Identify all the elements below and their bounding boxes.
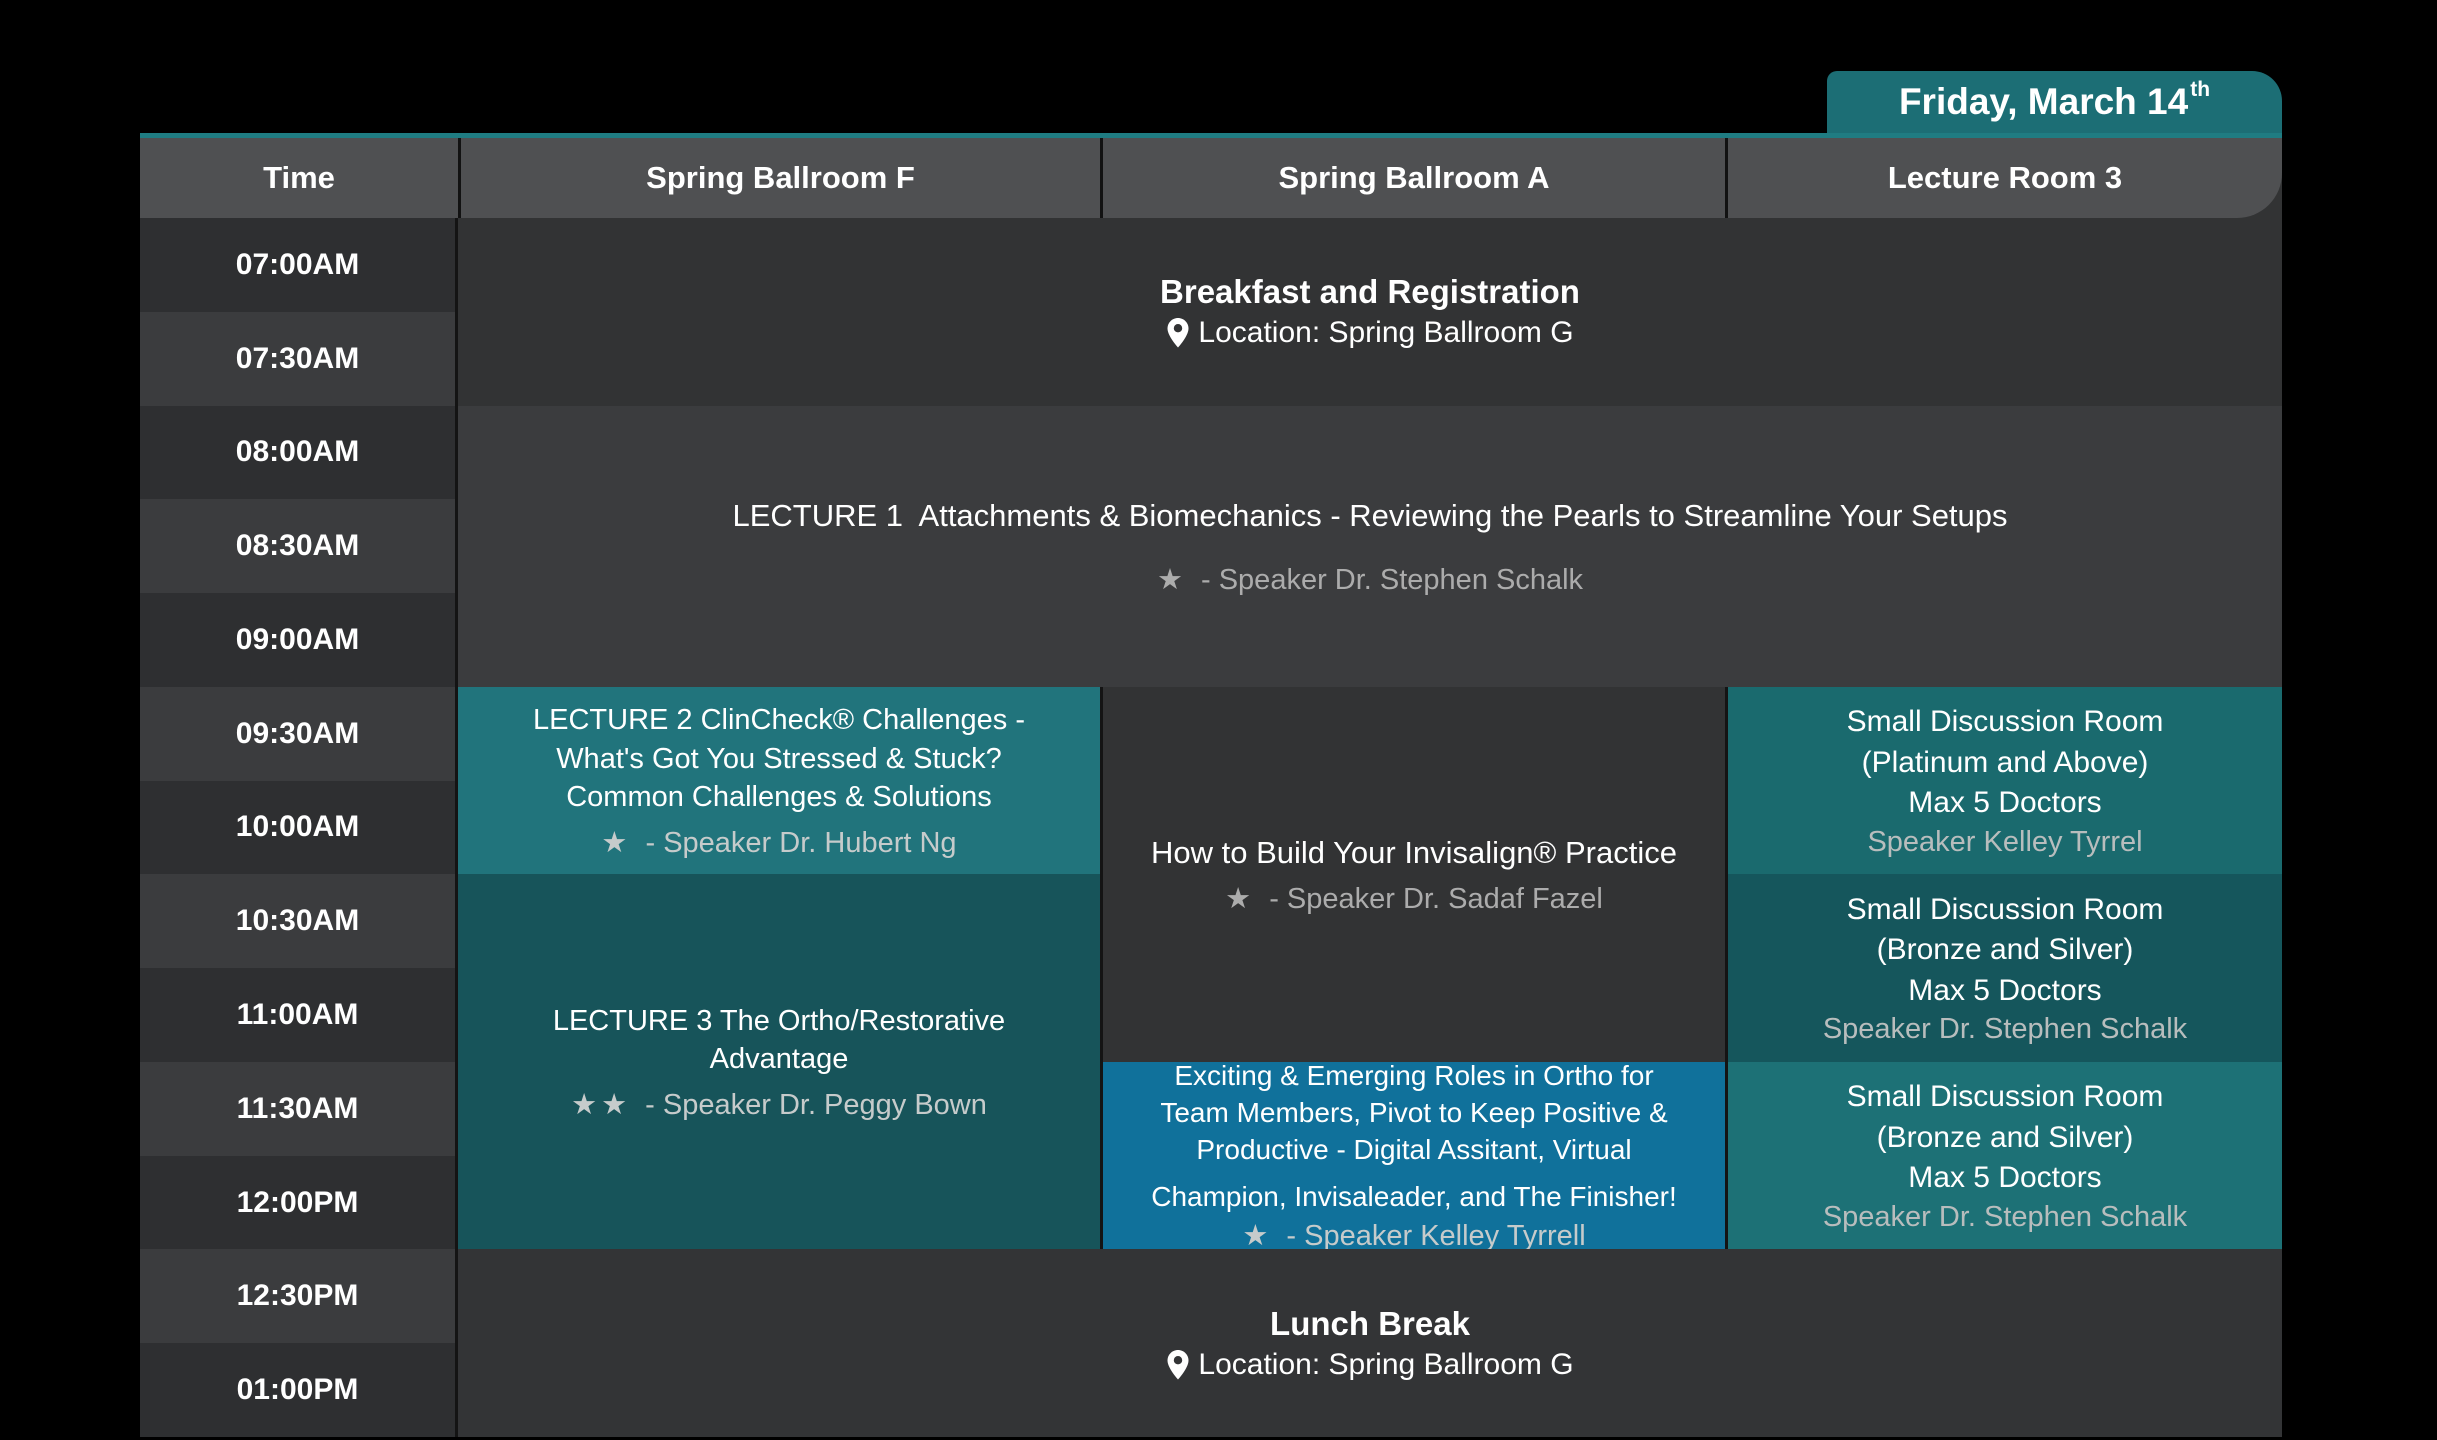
event-title-line: (Bronze and Silver) [1876,933,2134,967]
event-title: Lunch Break [1270,1304,1470,1342]
time-slot: 07:00AM [140,218,458,312]
event-title-line: Advantage [709,1043,849,1076]
event-title-line: Common Challenges & Solutions [566,781,992,814]
event-cell-small-room-bronze-1: Small Discussion Room (Bronze and Silver… [1725,874,2282,1062]
time-slot: 09:30AM [140,686,458,781]
event-title: How to Build Your Invisalign® Practice [1150,834,1677,870]
event-title-line: Max 5 Doctors [1908,786,2102,820]
event-title: Breakfast and Registration [1160,273,1580,311]
event-cell-small-room-bronze-2: Small Discussion Room (Bronze and Silver… [1725,1061,2282,1250]
speaker-text: - Speaker Dr. Peggy Bown [645,1088,987,1121]
event-title-line: Small Discussion Room [1846,892,2164,926]
speaker-line: ★ - Speaker Kelley Tyrrell [1242,1218,1585,1253]
event-title-line: Team Members, Pivot to Keep Positive & [1160,1097,1668,1129]
table-header-row: Time Spring Ballroom F Spring Ballroom A… [140,138,2282,218]
speaker-line: Speaker Dr. Stephen Schalk [1822,1200,2188,1233]
column-header-lecture-room-3: Lecture Room 3 [1725,138,2282,218]
date-label: Friday, March 14 [1898,81,2189,122]
time-slot: 08:00AM [140,405,458,500]
time-slot: 07:30AM [140,311,458,406]
time-slot: 10:00AM [140,780,458,875]
star-icon: ★★ [571,1088,632,1121]
event-title-line: (Bronze and Silver) [1876,1120,2134,1154]
event-title-line: Champion, Invisaleader, and The Finisher… [1151,1181,1677,1213]
event-cell-team-roles: Exciting & Emerging Roles in Ortho for T… [1100,1060,1725,1253]
event-cell-lecture-3: LECTURE 3 The Ortho/Restorative Advantag… [458,874,1100,1250]
event-cell-lecture-1: LECTURE 1 Attachments & Biomechanics - R… [458,405,2282,687]
column-header-spring-ballroom-f: Spring Ballroom F [458,138,1100,218]
event-title-line: LECTURE 2 ClinCheck® Challenges - [533,704,1025,737]
date-suffix: th [2190,78,2211,101]
speaker-text: - Speaker Dr. Stephen Schalk [1201,563,1584,596]
event-title: LECTURE 1 Attachments & Biomechanics - R… [732,497,2008,533]
star-icon: ★ [601,826,632,859]
event-cell-small-room-platinum: Small Discussion Room (Platinum and Abov… [1725,686,2282,875]
event-title-line: Productive - Digital Assitant, Virtual [1196,1134,1632,1166]
speaker-text: - Speaker Kelley Tyrrell [1286,1220,1586,1253]
event-cell-lunch: Lunch Break Location: Spring Ballroom G [458,1249,2282,1437]
schedule-table: Time Spring Ballroom F Spring Ballroom A… [140,133,2282,1437]
event-cell-how-to-build: How to Build Your Invisalign® Practice ★… [1100,686,1725,1062]
time-slot: 11:00AM [140,968,458,1062]
location-text: Location: Spring Ballroom G [1198,316,1574,350]
event-title-line: Small Discussion Room [1846,705,2164,739]
column-header-spring-ballroom-a: Spring Ballroom A [1100,138,1725,218]
speaker-line: ★ - Speaker Dr. Sadaf Fazel [1225,881,1603,916]
event-cell-breakfast: Breakfast and Registration Location: Spr… [458,218,2282,406]
event-location: Location: Spring Ballroom G [1166,1347,1574,1382]
event-title-line: What's Got You Stressed & Stuck? [556,742,1002,775]
table-top-accent [140,133,2282,138]
speaker-line: Speaker Dr. Stephen Schalk [1822,1013,2188,1046]
event-title-line: (Platinum and Above) [1861,745,2149,779]
speaker-line: ★★ - Speaker Dr. Peggy Bown [571,1087,987,1122]
table-body: 07:00AM 07:30AM 08:00AM 08:30AM 09:00AM … [140,218,2282,1437]
star-icon: ★ [1225,883,1256,915]
time-slot: 10:30AM [140,874,458,969]
event-title-line: LECTURE 3 The Ortho/Restorative [552,1004,1006,1037]
event-title-line: Exciting & Emerging Roles in Ortho for [1174,1060,1654,1092]
speaker-text: - Speaker Dr. Hubert Ng [645,826,957,859]
speaker-line: Speaker Kelley Tyrrel [1867,825,2143,858]
speaker-line: ★ - Speaker Dr. Stephen Schalk [1157,562,1583,597]
time-slot: 12:30PM [140,1249,458,1344]
event-title-line: Small Discussion Room [1846,1080,2164,1114]
time-slot: 12:00PM [140,1155,458,1250]
time-slot: 08:30AM [140,499,458,594]
location-pin-icon [1167,318,1189,348]
location-pin-icon [1167,1349,1189,1380]
time-slot: 09:00AM [140,593,458,687]
event-title-line: Max 5 Doctors [1908,1161,2102,1195]
speaker-text: - Speaker Dr. Sadaf Fazel [1269,883,1603,915]
column-header-time: Time [140,138,458,218]
time-slot: 11:30AM [140,1061,458,1156]
event-cell-lecture-2: LECTURE 2 ClinCheck® Challenges - What's… [458,686,1100,875]
time-slot: 01:00PM [140,1343,458,1437]
event-location: Location: Spring Ballroom G [1166,316,1574,350]
event-title-line: Max 5 Doctors [1908,973,2102,1007]
speaker-line: ★ - Speaker Dr. Hubert Ng [601,825,956,860]
location-text: Location: Spring Ballroom G [1198,1347,1574,1381]
star-icon: ★ [1242,1220,1273,1253]
star-icon: ★ [1156,563,1187,596]
